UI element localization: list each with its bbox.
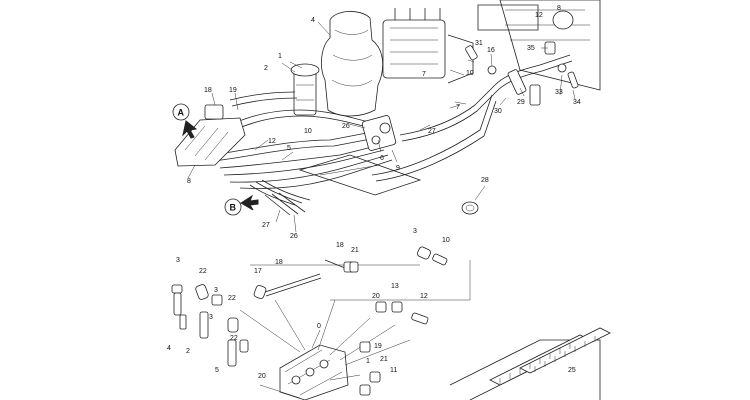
callout-19: 19 [374,343,382,350]
callout-7-a: 7 [422,71,426,78]
valve-leader-lines [239,260,471,399]
hose-clamp-part [461,201,479,215]
callout-30: 30 [494,108,502,115]
callout-20-b: 20 [372,293,380,300]
callout-17: 17 [254,268,262,275]
filter-canister [290,63,320,116]
callout-13: 13 [391,283,399,290]
callout-18: 18 [204,87,212,94]
callout-6: 6 [380,155,384,162]
callout-5-lower: 5 [215,367,219,374]
view-b-label: B [230,203,237,213]
callout-18-lower: 18 [336,242,344,249]
center-valve-cluster [361,115,397,151]
callout-16: 16 [487,47,495,54]
callout-19: 19 [229,87,237,94]
callout-numbers: 4 1 2 18 19 10 12 5 8 26 27 6 9 27 26 7 … [167,5,581,380]
callout-35: 35 [527,45,535,52]
callout-26-lower: 26 [290,233,298,240]
callout-22-a: 22 [199,268,207,275]
callout-20-a: 20 [258,373,266,380]
callout-1-lower: 1 [366,358,370,365]
callout-8-right: 8 [557,5,561,12]
view-a-label: A [178,108,185,118]
callout-34: 34 [573,99,581,106]
control-valve-body [279,344,349,400]
fitting-parts-top-right [465,41,579,106]
callout-8: 8 [187,178,191,185]
callout-2: 2 [264,65,268,72]
callout-2-lower: 2 [186,348,190,355]
callout-10: 10 [304,128,312,135]
callout-12-lower: 12 [420,293,428,300]
view-b-marker: B [224,194,259,216]
callout-3-c: 3 [214,287,218,294]
callout-33: 33 [555,89,563,96]
callout-22-b: 22 [228,295,236,302]
callout-26-upper: 26 [342,123,350,130]
bracket-lower-center [298,154,422,196]
callout-1: 1 [278,53,282,60]
callout-12: 12 [268,138,276,145]
callout-leaders [187,21,576,233]
callout-25: 25 [568,367,576,374]
callout-0: 0 [317,323,321,330]
hose-bundle-lower [249,179,311,216]
engine-block [320,8,474,117]
callout-5: 5 [287,145,291,152]
callout-10-right: 10 [466,70,474,77]
callout-7-b: 7 [456,104,460,111]
callout-10-lower: 10 [442,237,450,244]
view-a-marker: A [172,103,198,139]
fittings-right-group [324,246,448,396]
callout-29: 29 [517,99,525,106]
callout-12-right: 12 [535,12,543,19]
hydraulic-tank-top-right [477,0,601,91]
right-pipe-run [371,54,573,182]
callout-27-lower: 27 [262,222,270,229]
callout-18-b: 18 [275,259,283,266]
callout-4-lower: 4 [167,345,171,352]
callout-28: 28 [481,177,489,184]
callout-21-b: 21 [380,356,388,363]
callout-3-b: 3 [176,257,180,264]
callout-11: 11 [390,367,397,374]
callout-22-c: 22 [230,335,238,342]
callout-21-a: 21 [351,247,359,254]
callout-9: 9 [396,165,400,172]
fittings-left-group [171,273,322,367]
callout-4: 4 [311,17,315,24]
lower-right-rack [449,327,611,400]
callout-3-a: 3 [413,228,417,235]
callout-27-upper: 27 [428,128,436,135]
callout-31: 31 [475,40,483,47]
callout-3-d: 3 [209,314,213,321]
